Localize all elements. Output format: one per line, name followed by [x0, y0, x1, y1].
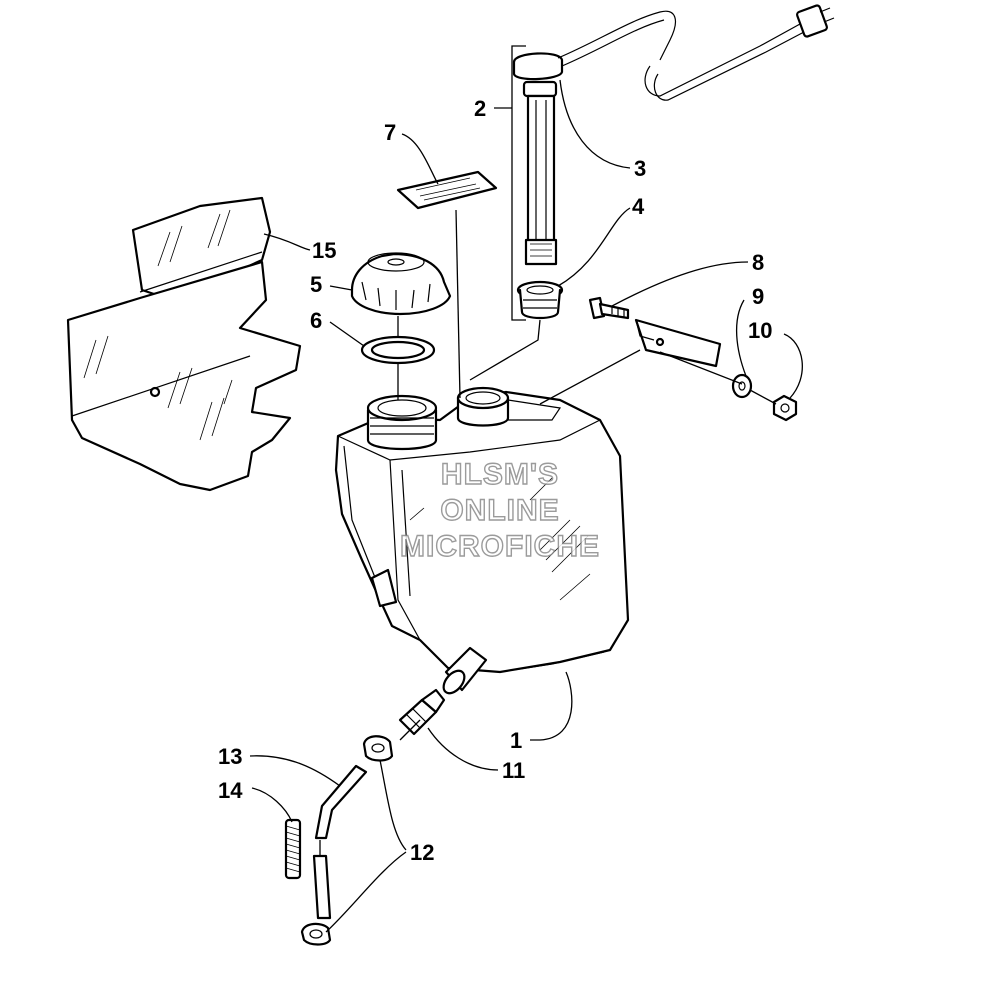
callout-6: 6 [310, 308, 322, 333]
watermark-line-2: ONLINE [440, 494, 559, 527]
fuel-level-sender-part-2 [512, 4, 835, 266]
callout-10: 10 [748, 318, 772, 343]
spring-guard-part-14 [284, 818, 302, 880]
watermark: HLSM'S ONLINE MICROFICHE [399, 457, 600, 563]
gasket-part-6 [360, 335, 436, 365]
nut-part-10 [772, 394, 798, 422]
hose-clamp-part-12 [300, 735, 394, 946]
callout-11: 11 [502, 758, 525, 783]
callout-9: 9 [752, 284, 764, 309]
callout-7: 7 [384, 120, 396, 145]
fuel-tank-part-1 [334, 386, 630, 695]
bolt-part-8 [588, 296, 630, 320]
callout-5: 5 [310, 272, 322, 297]
mounting-bracket [634, 318, 722, 368]
callout-3: 3 [634, 156, 646, 181]
callout-2: 2 [474, 96, 486, 121]
heat-shield-part-15 [66, 196, 302, 492]
callout-labels: 1 2 3 4 5 6 7 8 9 10 11 12 13 14 15 [218, 96, 772, 865]
callout-4: 4 [632, 194, 645, 219]
callout-1: 1 [510, 728, 522, 753]
callout-15: 15 [312, 238, 336, 263]
fuel-hose-part-13 [312, 764, 368, 920]
callout-8: 8 [752, 250, 764, 275]
callout-12: 12 [410, 840, 434, 865]
grommet-part-4 [516, 280, 564, 320]
washer-part-9 [731, 373, 753, 399]
watermark-line-1: HLSM'S [441, 458, 559, 491]
watermark-line-3: MICROFICHE [400, 530, 600, 563]
warning-label-part-7 [396, 170, 498, 210]
fuel-cap-part-5 [350, 252, 452, 316]
leader-lines [249, 45, 803, 933]
outlet-fitting-part-11 [398, 688, 446, 736]
callout-13: 13 [218, 744, 242, 769]
callout-14: 14 [218, 778, 243, 803]
